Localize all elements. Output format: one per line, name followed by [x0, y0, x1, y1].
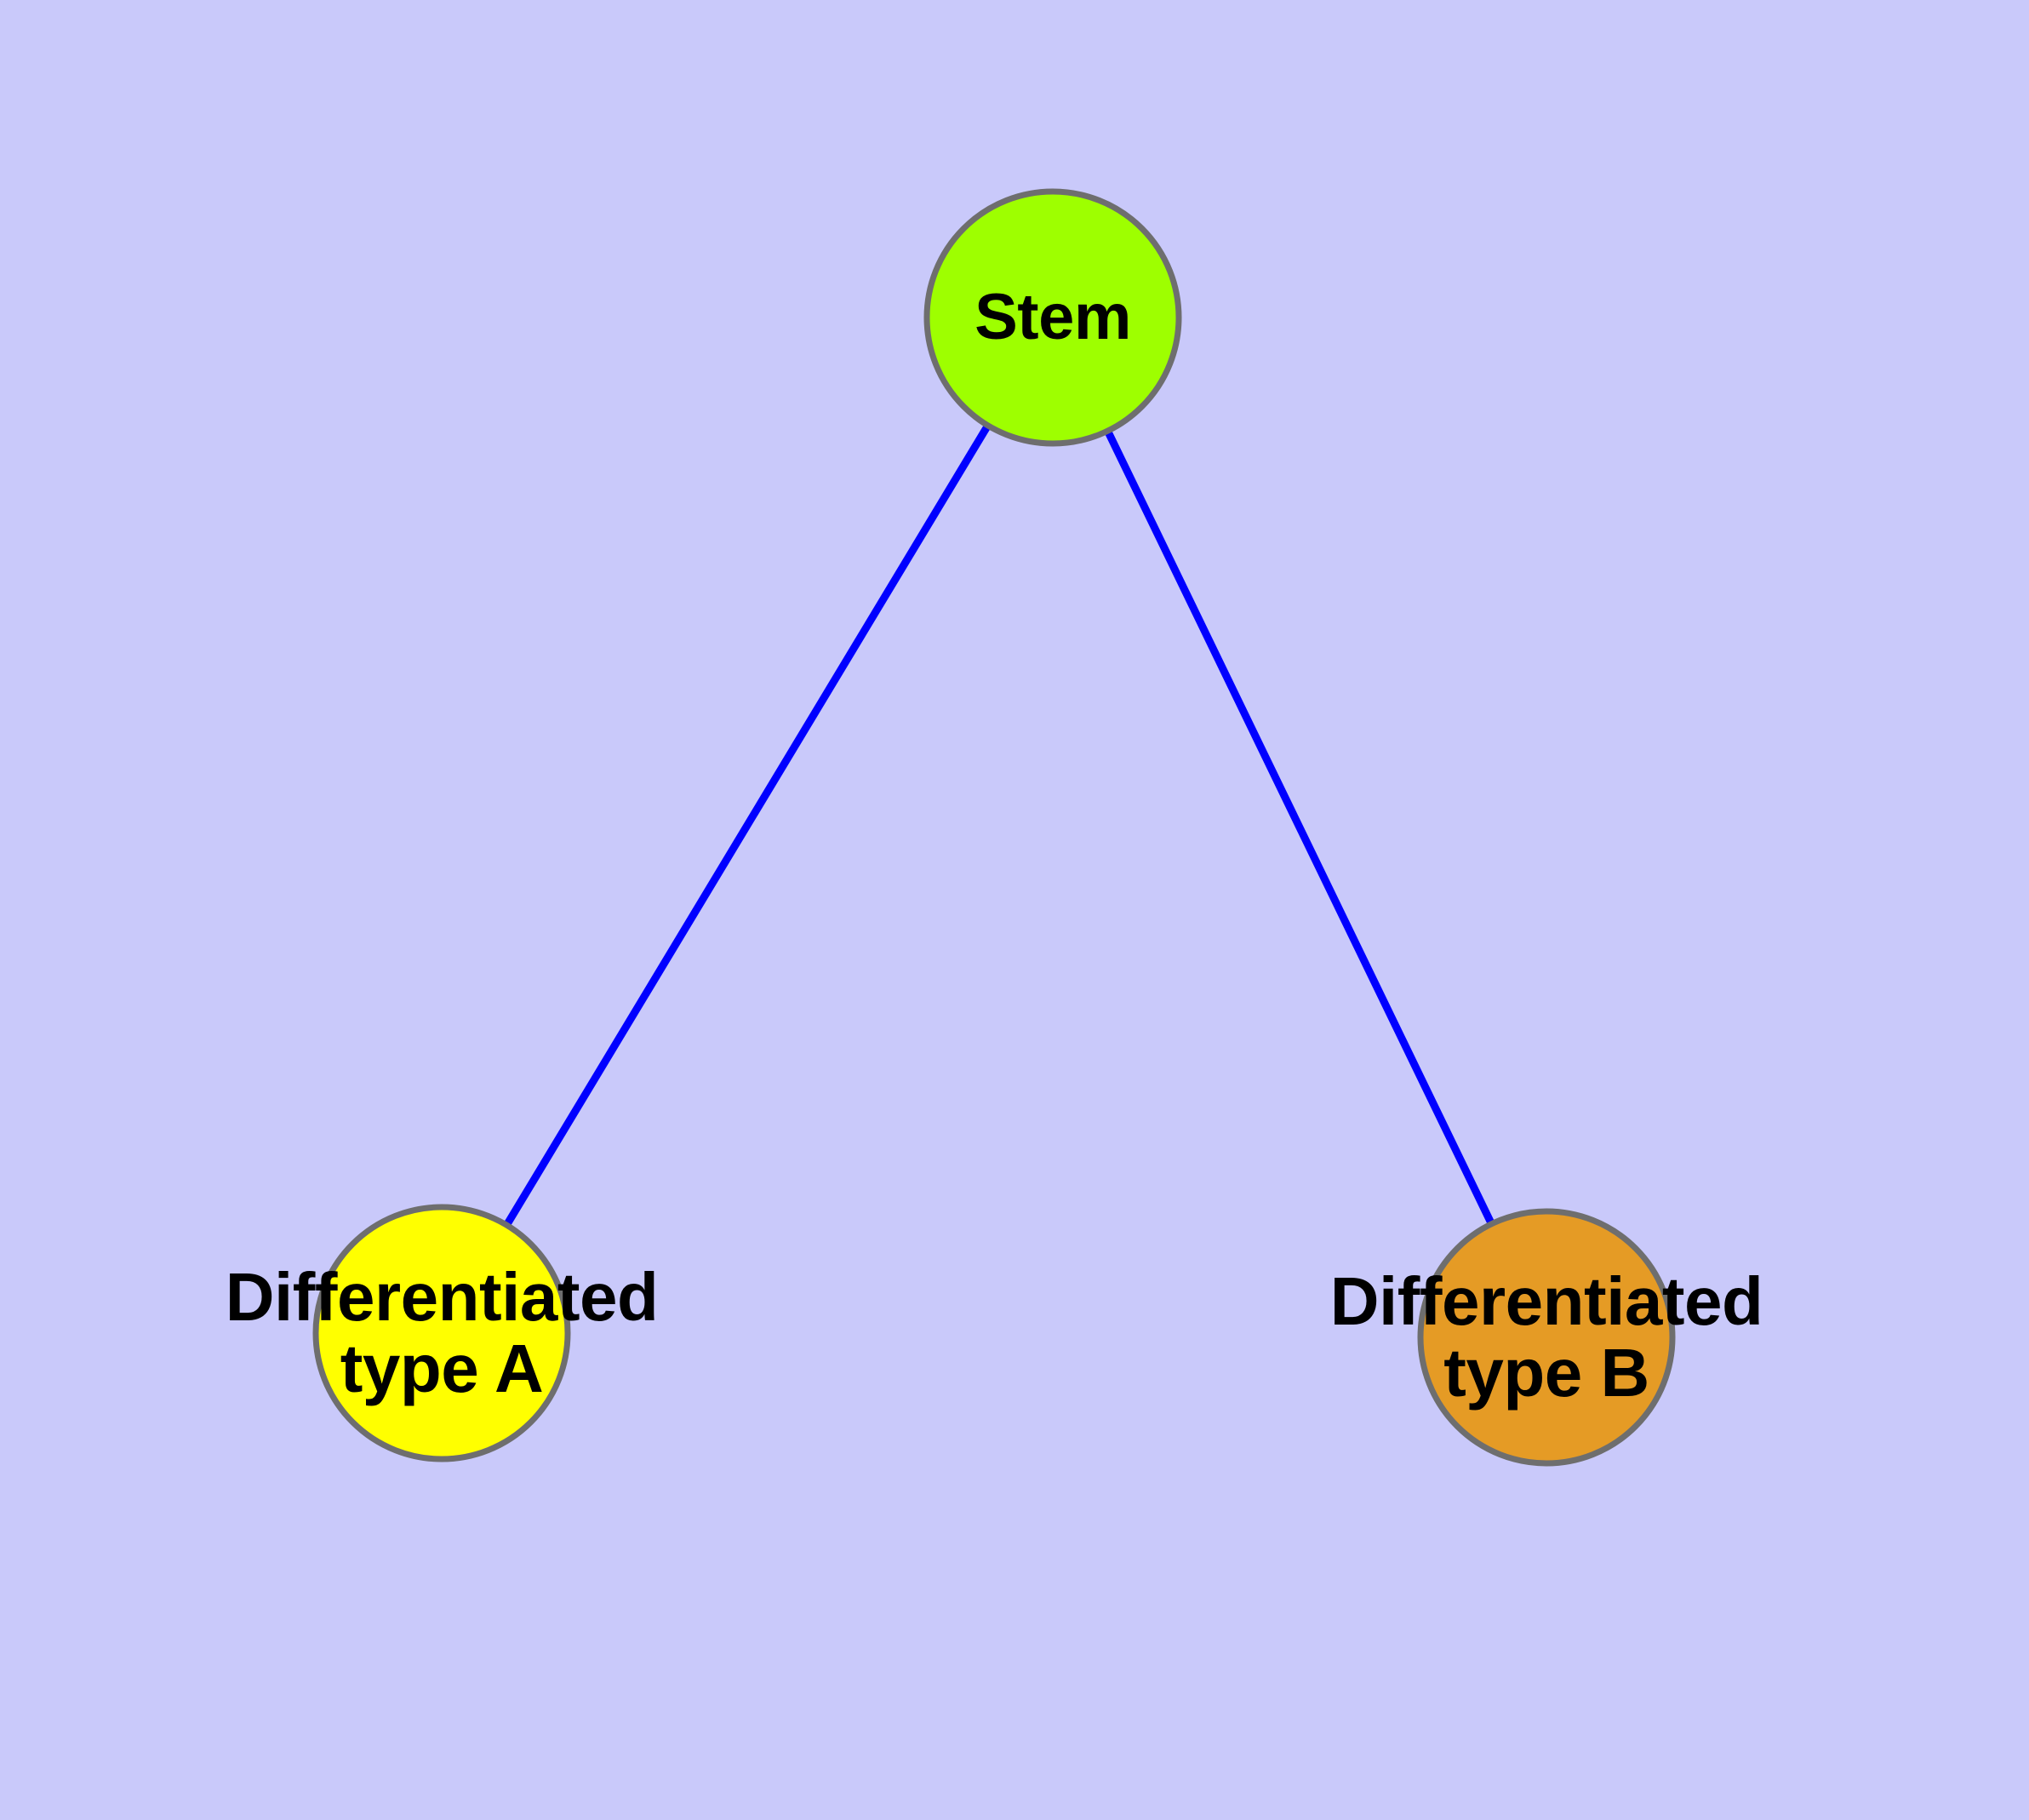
- node-layer: [312, 188, 1676, 1467]
- node-stem[interactable]: [923, 188, 1182, 447]
- edge-layer: [504, 425, 1495, 1226]
- node-differentiated-type-a[interactable]: [312, 1204, 571, 1462]
- edge-stem-to-differentiated-type-a: [504, 425, 991, 1226]
- edge-stem-to-differentiated-type-b: [1105, 431, 1495, 1224]
- node-differentiated-type-b[interactable]: [1417, 1208, 1676, 1467]
